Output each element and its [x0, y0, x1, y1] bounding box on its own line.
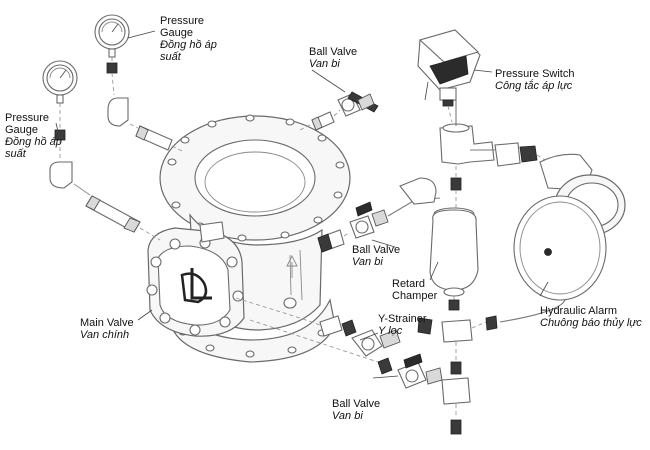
label-vi: Công tắc áp lực	[495, 80, 573, 92]
label-vi: Van bi	[352, 256, 383, 268]
label-main-valve: Main Valve Van chính	[80, 317, 134, 341]
pressure-gauge-top	[94, 14, 130, 58]
tee-fitting-low	[417, 315, 498, 343]
ball-valve-mid	[317, 201, 389, 253]
label-vi: Y lọc	[378, 325, 403, 337]
label-retard-chamber: Retard Champer	[392, 278, 442, 302]
label-en: Hydraulic Alarm	[540, 305, 618, 317]
y-strainer	[319, 315, 401, 357]
label-en: Retard Champer	[392, 278, 438, 302]
pressure-switch	[417, 29, 481, 123]
main-valve	[146, 114, 351, 363]
top-flange-bolt-holes	[167, 114, 345, 242]
ball-valve-bottom	[377, 353, 443, 389]
tee-fitting-bottom	[441, 377, 471, 405]
label-en: Y-Strainer	[378, 313, 427, 325]
pressure-gauge-left	[42, 60, 78, 104]
top-gauge-fittings	[106, 57, 185, 153]
label-vi: Đồng hồ áp suất	[160, 39, 217, 63]
nipple-1	[450, 177, 462, 191]
label-en: Pressure Gauge	[160, 15, 205, 39]
label-vi: Van chính	[80, 329, 130, 341]
label-en: Main Valve	[80, 317, 134, 329]
elbow-fitting	[399, 177, 437, 205]
label-en: Ball Valve	[309, 46, 358, 58]
label-pressure-gauge-top: Pressure Gauge Đồng hồ áp suất	[160, 15, 220, 63]
label-en: Ball Valve	[352, 244, 401, 256]
label-pressure-gauge-left: Pressure Gauge Đồng hồ áp suất	[5, 112, 65, 160]
label-en: Pressure Switch	[495, 68, 575, 80]
label-ball-valve-mid: Ball Valve Van bi	[352, 244, 400, 268]
union-fitting	[494, 142, 538, 167]
label-vi: Van bi	[332, 410, 363, 422]
logo-icon	[180, 268, 212, 304]
label-vi: Chuông báo thủy lực	[540, 317, 642, 329]
label-vi: Đồng hồ áp suất	[5, 136, 62, 160]
left-gauge-fittings	[49, 103, 161, 241]
leader-lines	[55, 30, 549, 379]
ball-valve-top	[299, 91, 379, 131]
label-ball-valve-top: Ball Valve Van bi	[309, 46, 357, 70]
label-pressure-switch: Pressure Switch Công tắc áp lực	[495, 68, 574, 92]
hydraulic-alarm	[513, 153, 626, 301]
label-hydraulic-alarm: Hydraulic Alarm Chuông báo thủy lực	[540, 305, 642, 329]
tee-fitting-top	[439, 123, 495, 165]
label-vi: Van bi	[309, 58, 340, 70]
cover-bolts	[146, 237, 244, 336]
label-en: Pressure Gauge	[5, 112, 50, 136]
label-en: Ball Valve	[332, 398, 381, 410]
label-y-strainer: Y-Strainer Y lọc	[378, 313, 427, 337]
label-ball-valve-bottom: Ball Valve Van bi	[332, 398, 380, 422]
